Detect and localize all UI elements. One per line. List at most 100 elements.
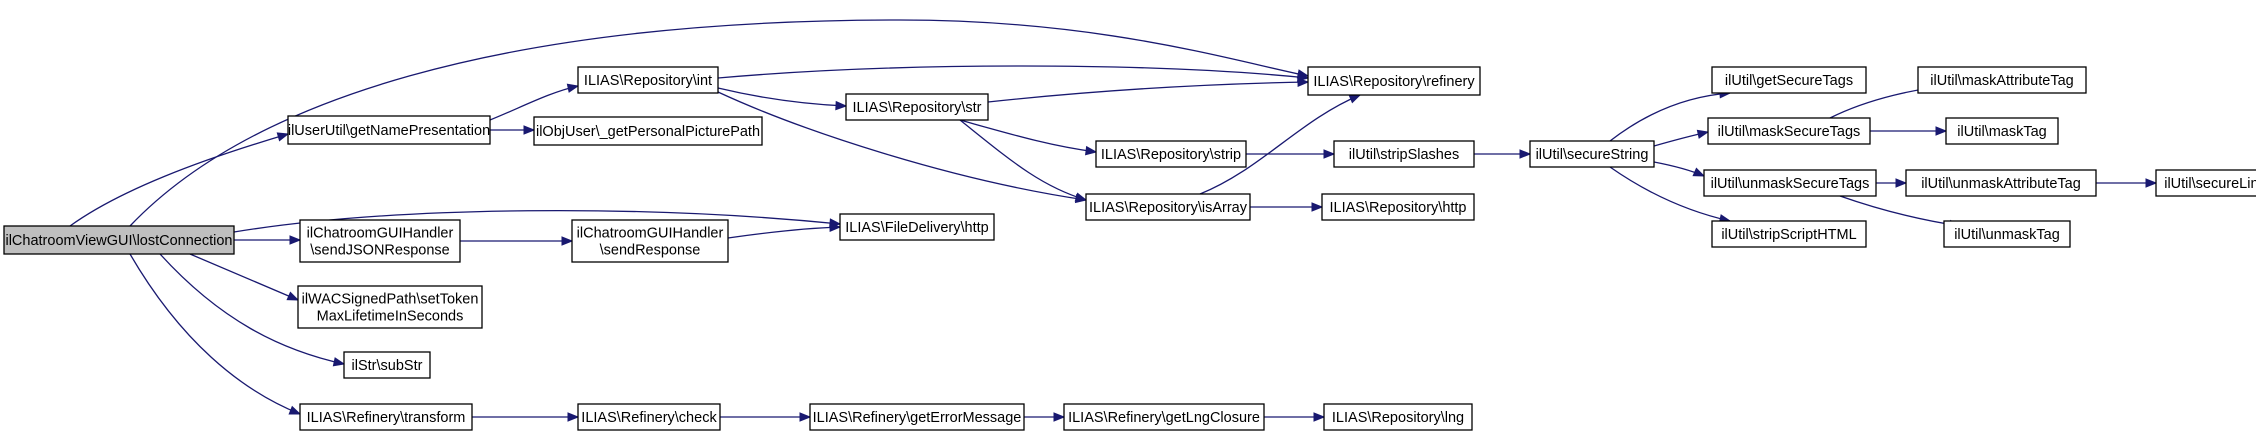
node-securelink[interactable]: ilUtil\secureLink xyxy=(2155,169,2256,197)
node-box xyxy=(287,115,491,145)
node-label: ILIAS\Refinery\transform xyxy=(307,410,466,426)
node-box xyxy=(533,116,763,146)
node-label: ilUtil\stripScriptHTML xyxy=(1721,227,1856,243)
node-label: ilChatroomGUIHandler xyxy=(577,226,724,242)
node-substr[interactable]: ilStr\subStr xyxy=(343,351,431,379)
arrowhead xyxy=(276,132,290,142)
node-box xyxy=(1707,117,1871,145)
node-ppp[interactable]: ilObjUser\_getPersonalPicturePath xyxy=(533,116,763,146)
node-refinery[interactable]: ILIAS\Repository\refinery xyxy=(1307,66,1481,96)
node-rhttp[interactable]: ILIAS\Repository\http xyxy=(1321,193,1475,221)
node-label: ILIAS\Repository\str xyxy=(853,100,982,116)
node-str[interactable]: ILIAS\Repository\str xyxy=(845,93,989,121)
node-label: ILIAS\Repository\int xyxy=(584,73,712,89)
node-label: ilStr\subStr xyxy=(352,358,423,374)
edge-root-to-substr xyxy=(159,253,346,367)
node-label: ilUtil\unmaskAttributeTag xyxy=(1921,176,2081,192)
node-label: \sendJSONResponse xyxy=(310,243,449,259)
node-label: ILIAS\FileDelivery\http xyxy=(845,220,988,236)
node-box xyxy=(839,213,995,241)
node-box xyxy=(3,225,235,255)
edge-securestring-to-masksecuretags xyxy=(1653,129,1710,147)
edge-root-to-sendjson xyxy=(234,235,302,245)
node-box xyxy=(297,285,483,329)
node-check[interactable]: ILIAS\Refinery\check xyxy=(577,403,721,431)
node-label: ILIAS\Repository\lng xyxy=(1332,410,1464,426)
arrowhead xyxy=(1297,77,1310,87)
node-sendresp[interactable]: ilChatroomGUIHandler\sendResponse xyxy=(571,219,729,263)
edge-check-to-geterror xyxy=(720,412,812,422)
node-fdhttp[interactable]: ILIAS\FileDelivery\http xyxy=(839,213,995,241)
arrowhead xyxy=(829,222,842,233)
node-box xyxy=(809,403,1025,431)
node-getsecuretags[interactable]: ilUtil\getSecureTags xyxy=(1711,66,1867,94)
node-unmasksecuretags[interactable]: ilUtil\unmaskSecureTags xyxy=(1703,169,1877,197)
node-unmaskattr[interactable]: ilUtil\unmaskAttributeTag xyxy=(1905,169,2097,197)
node-box xyxy=(577,66,719,94)
arrowhead xyxy=(1323,149,1336,159)
edge-line xyxy=(959,119,1087,201)
node-label: ilUtil\unmaskTag xyxy=(1954,227,2060,243)
arrowhead xyxy=(286,291,300,301)
node-label: ilObjUser\_getPersonalPicturePath xyxy=(536,124,760,140)
edge-sendjson-to-sendresp xyxy=(460,236,574,246)
node-securestring[interactable]: ilUtil\secureString xyxy=(1529,140,1655,168)
node-int[interactable]: ILIAS\Repository\int xyxy=(577,66,719,94)
node-stripslashes[interactable]: ilUtil\stripSlashes xyxy=(1333,140,1475,168)
node-label: ilUtil\maskTag xyxy=(1957,124,2046,140)
arrowhead xyxy=(566,83,580,93)
node-box xyxy=(1323,403,1473,431)
arrowhead xyxy=(1311,202,1324,212)
node-masktag[interactable]: ilUtil\maskTag xyxy=(1945,117,2059,145)
edge-line xyxy=(489,85,579,121)
edge-str-to-refinery xyxy=(987,77,1310,103)
node-geterror[interactable]: ILIAS\Refinery\getErrorMessage xyxy=(809,403,1025,431)
node-lng[interactable]: ILIAS\Repository\lng xyxy=(1323,403,1473,431)
node-maskattr[interactable]: ilUtil\maskAttributeTag xyxy=(1917,66,2087,94)
node-label: ilUtil\stripSlashes xyxy=(1349,147,1459,163)
node-box xyxy=(1321,193,1475,221)
arrowhead xyxy=(1696,129,1710,139)
node-label: ilChatroomGUIHandler xyxy=(307,226,454,242)
edge-transform-to-check xyxy=(472,412,580,422)
node-box xyxy=(1095,140,1247,168)
node-label: ilUserUtil\getNamePresentation xyxy=(288,123,490,139)
arrowhead xyxy=(799,412,812,422)
edge-line xyxy=(727,226,841,239)
node-label: ILIAS\Repository\http xyxy=(1329,200,1466,216)
node-unmasktag[interactable]: ilUtil\unmaskTag xyxy=(1943,220,2071,248)
node-label: MaxLifetimeInSeconds xyxy=(317,309,464,325)
edge-unmasksecuretags-to-unmaskattr xyxy=(1876,178,1908,188)
node-label: ILIAS\Repository\refinery xyxy=(1313,74,1475,90)
edge-isarray-to-rhttp xyxy=(1250,202,1324,212)
node-getlng[interactable]: ILIAS\Refinery\getLngClosure xyxy=(1063,403,1265,431)
edge-line xyxy=(717,91,1087,201)
node-transform[interactable]: ILIAS\Refinery\transform xyxy=(299,403,473,431)
node-box xyxy=(1943,220,2071,248)
node-wac[interactable]: ilWACSignedPath\setTokenMaxLifetimeInSec… xyxy=(297,285,483,329)
edge-sendresp-to-fdhttp xyxy=(727,222,842,239)
node-label: ILIAS\Refinery\getErrorMessage xyxy=(813,410,1022,426)
arrowhead xyxy=(332,357,346,367)
arrowhead xyxy=(1074,192,1088,202)
node-masksecuretags[interactable]: ilUtil\maskSecureTags xyxy=(1707,117,1871,145)
node-isarray[interactable]: ILIAS\Repository\isArray xyxy=(1085,193,1251,221)
node-box xyxy=(1711,66,1867,94)
arrowhead xyxy=(835,100,848,111)
edge-line xyxy=(69,133,289,227)
node-box xyxy=(343,351,431,379)
arrowhead xyxy=(1692,167,1706,177)
arrowhead xyxy=(1053,412,1066,422)
node-root[interactable]: ilChatroomViewGUI\lostConnection xyxy=(3,225,235,255)
node-box xyxy=(1945,117,2059,145)
node-stripscript[interactable]: ilUtil\stripScriptHTML xyxy=(1711,220,1867,248)
node-sendjson[interactable]: ilChatroomGUIHandler\sendJSONResponse xyxy=(299,219,461,263)
edge-geterror-to-getlng xyxy=(1024,412,1066,422)
edge-line xyxy=(987,81,1309,103)
node-getname[interactable]: ilUserUtil\getNamePresentation xyxy=(287,115,491,145)
node-label: ILIAS\Repository\strip xyxy=(1101,147,1241,163)
edge-line xyxy=(159,253,345,365)
node-strip[interactable]: ILIAS\Repository\strip xyxy=(1095,140,1247,168)
node-label: ilUtil\maskSecureTags xyxy=(1718,124,1861,140)
